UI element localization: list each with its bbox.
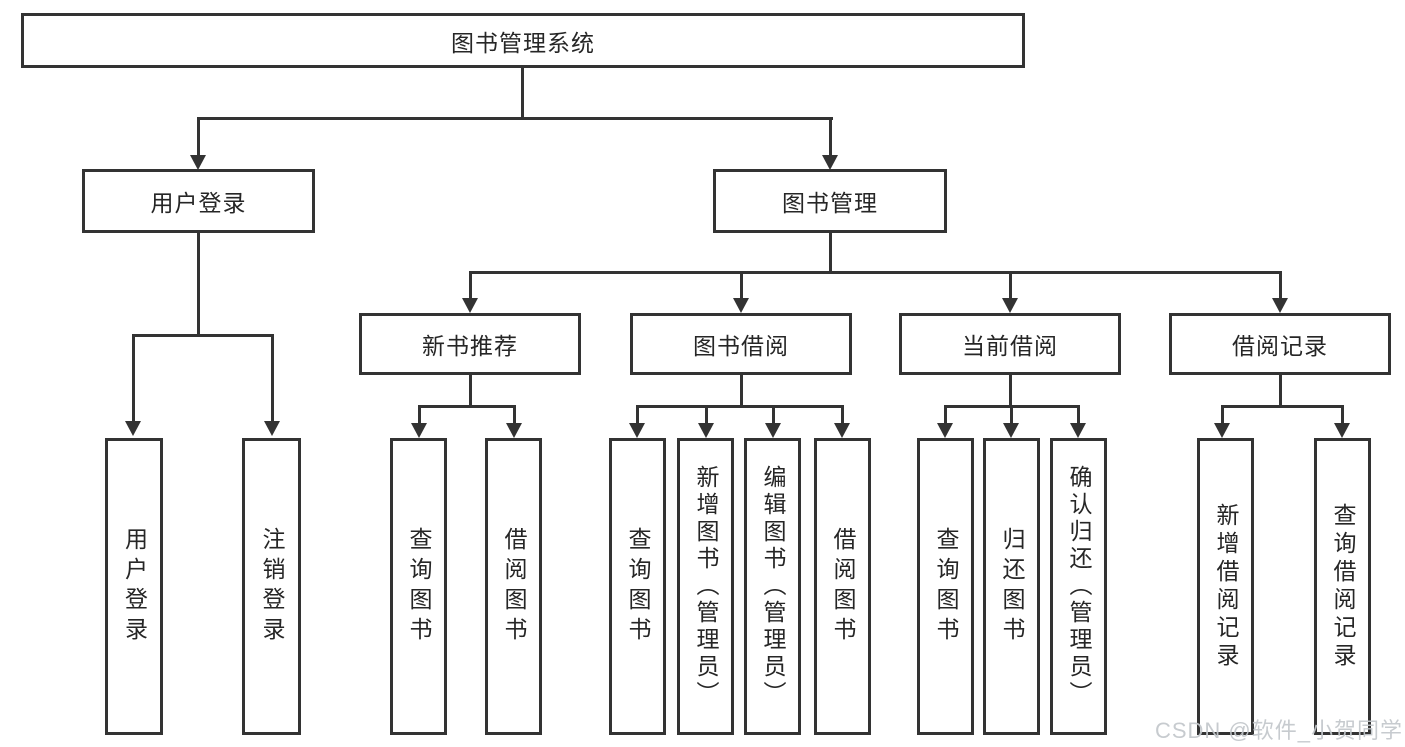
node-leaf-borrow-books-1: 借阅图书	[485, 438, 542, 735]
connector-user-login-stem	[197, 233, 200, 336]
node-borrow-records: 借阅记录	[1169, 313, 1391, 375]
connector-sec3-stem	[1009, 271, 1012, 298]
connector-sec1-c1-stem	[418, 405, 421, 423]
connector-sec4-c1-stem	[1221, 405, 1224, 423]
arrowhead-sec1-c1	[411, 423, 427, 438]
arrowhead-sec2-c3	[765, 423, 781, 438]
node-leaf-borrow-books-2: 借阅图书	[814, 438, 871, 735]
node-leaf-query-books-3-label: 查询图书	[933, 526, 959, 647]
arrowhead-login-child2	[264, 421, 280, 436]
node-leaf-borrow-books-2-label: 借阅图书	[830, 526, 856, 647]
connector-sec2-down	[740, 375, 743, 407]
connector-sec4-crossbar	[1221, 405, 1344, 408]
connector-sec4-stem	[1279, 271, 1282, 298]
node-user-login-label: 用户登录	[150, 190, 247, 216]
arrowhead-sec4	[1272, 298, 1288, 313]
node-leaf-borrow-books-1-label: 借阅图书	[501, 526, 527, 647]
arrowhead-sec2-c2	[698, 423, 714, 438]
connector-sec3-down	[1009, 375, 1012, 407]
csdn-watermark: CSDN @软件_小贺同学	[1154, 718, 1403, 743]
node-leaf-confirm-return-admin: 确认归还（管理员）	[1050, 438, 1107, 735]
connector-sec1-c2-stem	[513, 405, 516, 423]
arrowhead-sec3-c3	[1070, 423, 1086, 438]
connector-sec3-c3-stem	[1077, 405, 1080, 423]
connector-book-mgmt-crossbar	[469, 271, 1282, 274]
node-book-borrow: 图书借阅	[630, 313, 852, 375]
connector-sec2-stem	[740, 271, 743, 298]
node-leaf-query-borrow-record: 查询借阅记录	[1314, 438, 1371, 735]
node-root: 图书管理系统	[21, 13, 1025, 68]
node-user-login: 用户登录	[82, 169, 315, 233]
node-leaf-query-borrow-record-label: 查询借阅记录	[1330, 502, 1356, 671]
connector-root-stem	[521, 68, 524, 118]
connector-sec3-c2-stem	[1010, 405, 1013, 423]
arrowhead-sec1	[462, 298, 478, 313]
connector-to-book-mgmt-stem	[829, 117, 832, 157]
arrowhead-sec4-c2	[1334, 423, 1350, 438]
node-leaf-query-books-2: 查询图书	[609, 438, 666, 735]
node-leaf-query-books-1: 查询图书	[390, 438, 447, 735]
arrowhead-sec3-c2	[1003, 423, 1019, 438]
arrowhead-user-login	[190, 155, 206, 170]
arrowhead-book-mgmt	[822, 155, 838, 170]
node-leaf-add-book-admin-label: 新增图书（管理员）	[693, 465, 719, 708]
node-borrow-records-label: 借阅记录	[1232, 333, 1328, 359]
connector-sec1-stem	[469, 271, 472, 298]
connector-sec2-c2-stem	[705, 405, 708, 423]
node-new-book-rec: 新书推荐	[359, 313, 581, 375]
node-leaf-user-login-label: 用户登录	[121, 526, 148, 647]
node-leaf-logout-label: 注销登录	[259, 526, 285, 647]
node-leaf-query-books-3: 查询图书	[917, 438, 974, 735]
node-leaf-edit-book-admin: 编辑图书（管理员）	[744, 438, 801, 735]
connector-login-child1-stem	[132, 334, 135, 422]
node-leaf-return-book: 归还图书	[983, 438, 1040, 735]
node-new-book-rec-label: 新书推荐	[422, 333, 518, 359]
node-current-borrow-label: 当前借阅	[962, 333, 1058, 359]
connector-login-child2-stem	[271, 334, 274, 422]
connector-root-crossbar	[197, 117, 833, 120]
node-book-borrow-label: 图书借阅	[693, 333, 789, 359]
connector-sec2-crossbar	[636, 405, 844, 408]
arrowhead-sec2-c4	[834, 423, 850, 438]
connector-user-login-crossbar	[133, 334, 274, 337]
arrowhead-sec1-c2	[506, 423, 522, 438]
node-leaf-logout: 注销登录	[242, 438, 301, 735]
node-leaf-add-borrow-record: 新增借阅记录	[1197, 438, 1254, 735]
node-leaf-query-books-1-label: 查询图书	[406, 526, 432, 647]
arrowhead-sec3	[1002, 298, 1018, 313]
node-leaf-return-book-label: 归还图书	[999, 526, 1025, 647]
node-leaf-query-books-2-label: 查询图书	[625, 526, 651, 647]
arrowhead-sec2	[733, 298, 749, 313]
connector-sec2-c1-stem	[636, 405, 639, 423]
arrowhead-login-child1	[125, 421, 141, 436]
node-current-borrow: 当前借阅	[899, 313, 1121, 375]
connector-sec4-down	[1279, 375, 1282, 407]
connector-sec4-c2-stem	[1341, 405, 1344, 423]
node-leaf-add-borrow-record-label: 新增借阅记录	[1213, 502, 1239, 671]
connector-book-mgmt-stem	[829, 233, 832, 273]
arrowhead-sec4-c1	[1214, 423, 1230, 438]
connector-sec2-c3-stem	[772, 405, 775, 423]
node-leaf-confirm-return-admin-label: 确认归还（管理员）	[1066, 465, 1092, 708]
node-leaf-edit-book-admin-label: 编辑图书（管理员）	[760, 465, 786, 708]
arrowhead-sec3-c1	[937, 423, 953, 438]
connector-to-user-login-stem	[197, 117, 200, 157]
node-leaf-user-login: 用户登录	[105, 438, 163, 735]
connector-sec2-c4-stem	[841, 405, 844, 423]
arrowhead-sec2-c1	[629, 423, 645, 438]
node-book-mgmt-label: 图书管理	[782, 190, 878, 216]
connector-sec3-c1-stem	[944, 405, 947, 423]
node-root-label: 图书管理系统	[451, 29, 595, 56]
node-book-mgmt: 图书管理	[713, 169, 947, 233]
connector-sec1-down	[469, 375, 472, 407]
node-leaf-add-book-admin: 新增图书（管理员）	[677, 438, 734, 735]
connector-sec1-crossbar	[418, 405, 516, 408]
